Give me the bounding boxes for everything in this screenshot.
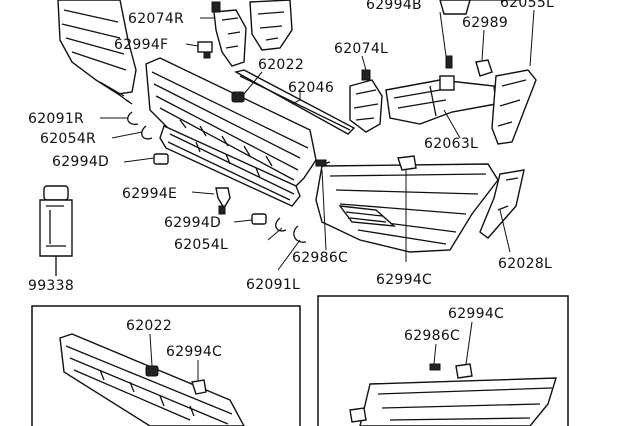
label-62054L: 62054L: [174, 237, 228, 253]
inset-frame-left: [31, 305, 301, 426]
clip-62994D-top: [153, 153, 169, 165]
inset-left-grille: [59, 333, 245, 426]
clip-62994D-bottom: [251, 213, 267, 225]
label-62994D-bottom: 62994D: [164, 215, 221, 231]
label-62091R: 62091R: [28, 111, 84, 127]
label-62055L: 62055L: [500, 0, 554, 11]
bracket-62074R: [211, 1, 247, 67]
label-62994B: 62994B: [366, 0, 422, 13]
part-labels: 62074R 62994F 62022 62046 62074L 62994B …: [28, 0, 554, 360]
label-62994F: 62994F: [114, 37, 168, 53]
bumper-reinforcement: [145, 57, 317, 207]
clip-62054L: [275, 217, 287, 232]
clip-62091R: [127, 111, 139, 125]
label-99338: 99338: [28, 278, 74, 294]
inset-frame-right: [317, 295, 569, 426]
bracket-62063L: [385, 55, 497, 125]
clip-62091L: [293, 225, 307, 243]
inset-right-cover: [349, 363, 557, 426]
nut-62022-top: [231, 91, 245, 103]
label-62074L: 62074L: [334, 41, 388, 57]
label-62989: 62989: [462, 15, 508, 31]
label-62022-top: 62022: [258, 57, 304, 73]
label-62054R: 62054R: [40, 131, 96, 147]
label-inset-right-62986C: 62986C: [404, 328, 460, 344]
side-piece-62028L: [479, 169, 525, 239]
label-62028L: 62028L: [498, 256, 552, 272]
screw-62986C: [315, 159, 331, 167]
label-62986C: 62986C: [292, 250, 348, 266]
clip-62994C: [397, 155, 417, 171]
clip-62994F: [197, 41, 213, 59]
label-62994D-top: 62994D: [52, 154, 109, 170]
label-inset-right-62994C: 62994C: [448, 306, 504, 322]
bracket-62994B: [439, 0, 520, 15]
label-62063L: 62063L: [424, 136, 478, 152]
bracket-62055L: [491, 69, 537, 145]
front-grille-panel: [57, 0, 137, 105]
label-62091L: 62091L: [246, 277, 300, 293]
bumper-cover: [315, 163, 499, 253]
touch-up-tube-99338: [39, 185, 73, 276]
label-62994C: 62994C: [376, 272, 432, 288]
clip-62054R: [141, 125, 153, 140]
label-inset-left-62022: 62022: [126, 318, 172, 334]
clip-62989: [475, 59, 493, 77]
label-62046: 62046: [288, 80, 334, 96]
label-62994E: 62994E: [122, 186, 177, 202]
label-inset-left-62994C: 62994C: [166, 344, 222, 360]
bracket-62074L: [349, 69, 383, 133]
bracket-upper-center: [249, 0, 293, 51]
leader-lines: [100, 9, 535, 380]
label-62074R: 62074R: [128, 11, 184, 27]
clip-62994E: [215, 187, 231, 215]
